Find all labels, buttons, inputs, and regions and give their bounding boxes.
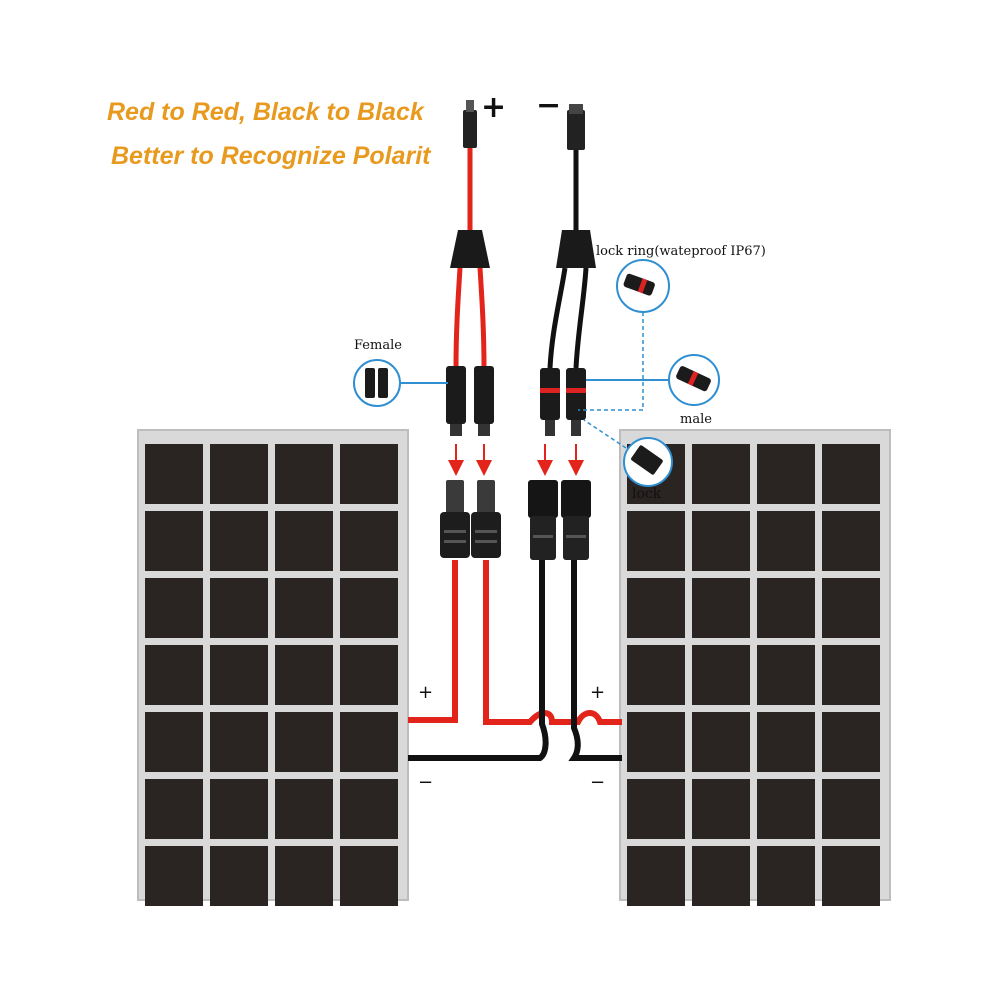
solar-cell bbox=[692, 779, 750, 839]
solar-cell bbox=[340, 645, 398, 705]
left-positive-sign: + bbox=[418, 682, 434, 703]
male-label: male bbox=[680, 412, 712, 427]
solar-cell bbox=[627, 645, 685, 705]
solar-cell bbox=[757, 578, 815, 638]
solar-cell bbox=[757, 779, 815, 839]
top-negative-sign: − bbox=[536, 88, 562, 123]
right-positive-sign: + bbox=[590, 682, 606, 703]
right-solar-panel-icon bbox=[619, 429, 891, 906]
negative-y-branch-cable bbox=[540, 104, 596, 436]
solar-cell bbox=[210, 578, 268, 638]
female-connector-icon bbox=[561, 480, 591, 560]
male-connector-icon bbox=[471, 480, 501, 558]
solar-cell bbox=[757, 712, 815, 772]
solar-cell bbox=[210, 779, 268, 839]
solar-cell bbox=[822, 712, 880, 772]
solar-cell bbox=[145, 645, 203, 705]
solar-cell bbox=[340, 511, 398, 571]
solar-cell bbox=[757, 645, 815, 705]
solar-cell bbox=[275, 444, 333, 504]
solar-cell bbox=[627, 779, 685, 839]
lock-ring-callout bbox=[578, 259, 670, 411]
male-connector-icon bbox=[440, 480, 470, 558]
solar-cell bbox=[340, 712, 398, 772]
solar-cell bbox=[145, 846, 203, 906]
solar-cell bbox=[822, 846, 880, 906]
lock-label: lock bbox=[632, 486, 662, 502]
solar-cell bbox=[210, 444, 268, 504]
solar-cell bbox=[692, 511, 750, 571]
positive-y-branch-cable bbox=[446, 100, 494, 436]
solar-cell bbox=[692, 645, 750, 705]
solar-cell bbox=[340, 444, 398, 504]
solar-cell bbox=[275, 846, 333, 906]
top-positive-sign: + bbox=[481, 90, 507, 125]
solar-cell bbox=[757, 846, 815, 906]
solar-cell bbox=[692, 578, 750, 638]
female-label: Female bbox=[354, 338, 402, 353]
solar-cell bbox=[145, 712, 203, 772]
solar-cell bbox=[822, 511, 880, 571]
panel-wiring bbox=[408, 560, 622, 761]
left-solar-panel-icon bbox=[137, 429, 409, 906]
left-negative-sign: − bbox=[418, 772, 434, 793]
male-callout bbox=[586, 354, 720, 406]
solar-cell bbox=[627, 578, 685, 638]
right-negative-sign: − bbox=[590, 772, 606, 793]
solar-cell bbox=[340, 846, 398, 906]
lock-ring-label: lock ring(wateproof IP67) bbox=[596, 244, 766, 259]
solar-cell bbox=[822, 578, 880, 638]
solar-cell bbox=[340, 578, 398, 638]
solar-cell bbox=[145, 578, 203, 638]
solar-cell bbox=[275, 645, 333, 705]
solar-cell bbox=[145, 511, 203, 571]
solar-cell bbox=[822, 444, 880, 504]
solar-cell bbox=[210, 712, 268, 772]
solar-cell bbox=[692, 444, 750, 504]
solar-cell bbox=[627, 846, 685, 906]
solar-cell bbox=[145, 779, 203, 839]
solar-cell bbox=[627, 511, 685, 571]
solar-cell bbox=[275, 511, 333, 571]
solar-cell bbox=[145, 444, 203, 504]
headline-line-2: Better to Recognize Polarit bbox=[111, 142, 431, 170]
down-arrow-icon bbox=[448, 444, 584, 476]
lock-callout bbox=[583, 419, 673, 487]
solar-cell bbox=[822, 779, 880, 839]
solar-cell bbox=[822, 645, 880, 705]
solar-cell bbox=[275, 712, 333, 772]
solar-cell bbox=[275, 578, 333, 638]
solar-cell bbox=[340, 779, 398, 839]
headline-line-1: Red to Red, Black to Black bbox=[107, 98, 424, 126]
panel-connectors bbox=[440, 480, 591, 560]
solar-cell bbox=[692, 712, 750, 772]
solar-cell bbox=[210, 645, 268, 705]
solar-cell bbox=[210, 846, 268, 906]
solar-cell bbox=[757, 444, 815, 504]
female-connector-icon bbox=[528, 480, 558, 560]
female-callout bbox=[353, 359, 448, 407]
solar-cell bbox=[275, 779, 333, 839]
solar-cell bbox=[627, 712, 685, 772]
solar-cell bbox=[692, 846, 750, 906]
solar-cell bbox=[210, 511, 268, 571]
solar-cell bbox=[757, 511, 815, 571]
